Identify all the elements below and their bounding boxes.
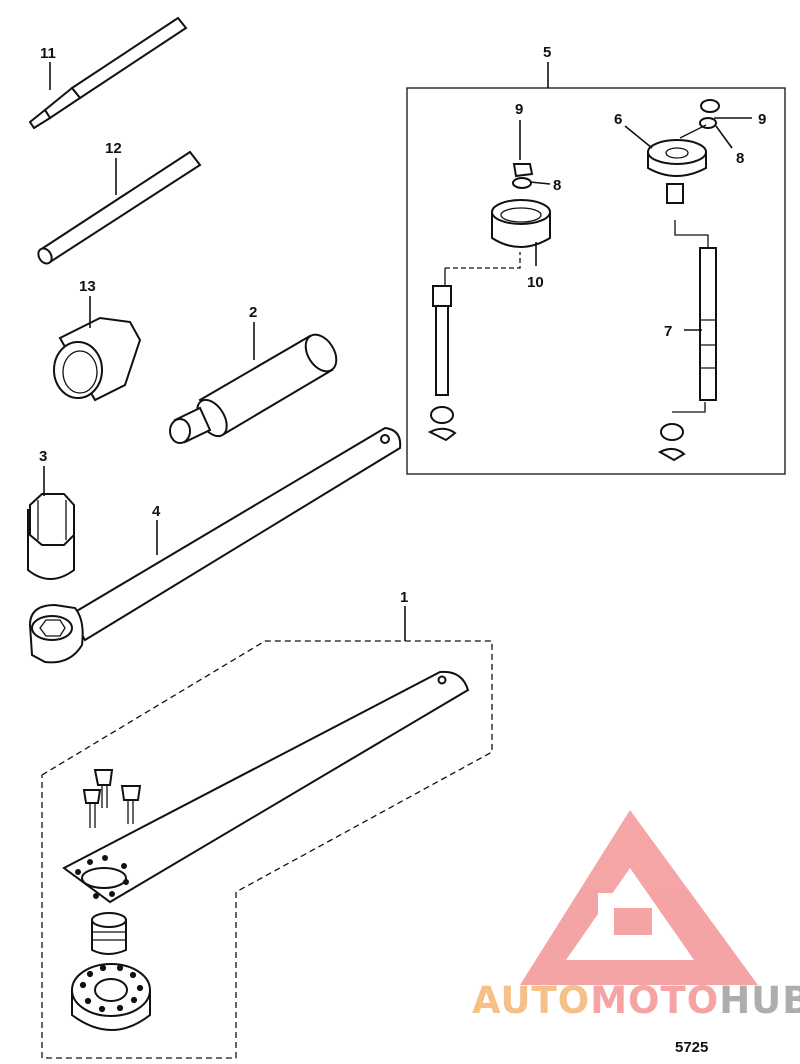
callout-12: 12 xyxy=(105,140,122,157)
watermark-auto: AUTO xyxy=(472,979,590,1022)
callout-4: 4 xyxy=(152,503,161,520)
punch-tool-11 xyxy=(28,16,188,130)
figure-number: 5725 xyxy=(675,1039,708,1056)
bearing-cup-13 xyxy=(53,316,142,402)
puller-right-assembly xyxy=(647,99,720,462)
tool-kit-1-group xyxy=(41,606,493,1059)
watermark-hub: HUB xyxy=(719,979,800,1022)
callout-9-right: 9 xyxy=(758,111,766,128)
callout-8-right: 8 xyxy=(736,150,744,167)
callout-8-left: 8 xyxy=(553,177,561,194)
callout-6: 6 xyxy=(614,111,622,128)
puller-left-assembly xyxy=(427,163,551,442)
watermark-moto: MOTO xyxy=(590,979,719,1022)
kit-box-5 xyxy=(406,62,786,475)
callout-5: 5 xyxy=(543,44,551,61)
callout-9-left: 9 xyxy=(515,101,523,118)
callout-1: 1 xyxy=(400,589,408,606)
callout-2: 2 xyxy=(249,304,257,321)
driver-cylinder-2 xyxy=(169,333,338,444)
watermark-text: AUTOMOTOHUB xyxy=(472,979,800,1022)
watermark-logo xyxy=(520,810,758,985)
socket-3 xyxy=(27,493,75,580)
callout-7: 7 xyxy=(664,323,672,340)
leader-lines xyxy=(43,62,752,555)
rod-tool-12 xyxy=(37,150,202,265)
callout-10: 10 xyxy=(527,274,544,291)
callout-3: 3 xyxy=(39,448,47,465)
callout-13: 13 xyxy=(79,278,96,295)
wrench-4 xyxy=(28,426,402,664)
callout-11: 11 xyxy=(40,45,56,62)
callout-labels: 11 12 13 2 3 4 1 5 9 8 10 6 9 8 7 xyxy=(39,44,766,606)
